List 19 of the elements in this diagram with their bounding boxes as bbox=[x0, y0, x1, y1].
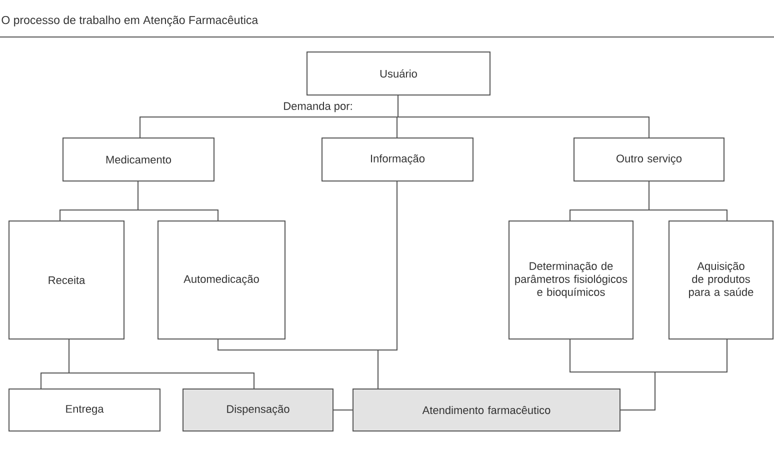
process-box: Aquisição de produtos para a saúde bbox=[668, 220, 774, 340]
process-box: Informação bbox=[322, 138, 474, 182]
process-box: Dispensação bbox=[182, 388, 334, 432]
connector bbox=[378, 181, 398, 389]
process-box: Atendimento farmacêutico bbox=[352, 388, 620, 432]
process-box: Entrega bbox=[8, 388, 160, 432]
process-box: Outro serviço bbox=[574, 138, 724, 182]
title: O processo de trabalho em Atenção Farmacêutica bbox=[2, 16, 258, 26]
connector bbox=[138, 181, 218, 221]
process-box: Receita bbox=[8, 220, 124, 340]
connector bbox=[620, 339, 728, 410]
note: Demanda por: bbox=[284, 102, 352, 112]
connector bbox=[648, 181, 728, 221]
process-box: Medicamento bbox=[62, 138, 214, 182]
connector bbox=[68, 339, 254, 389]
process-box: Determinação de parâmetros fisiológicos e bioquímicos bbox=[508, 220, 634, 340]
process-box: Usuário bbox=[306, 52, 490, 96]
connector bbox=[398, 95, 650, 138]
process-box: Automedicação bbox=[158, 220, 286, 340]
